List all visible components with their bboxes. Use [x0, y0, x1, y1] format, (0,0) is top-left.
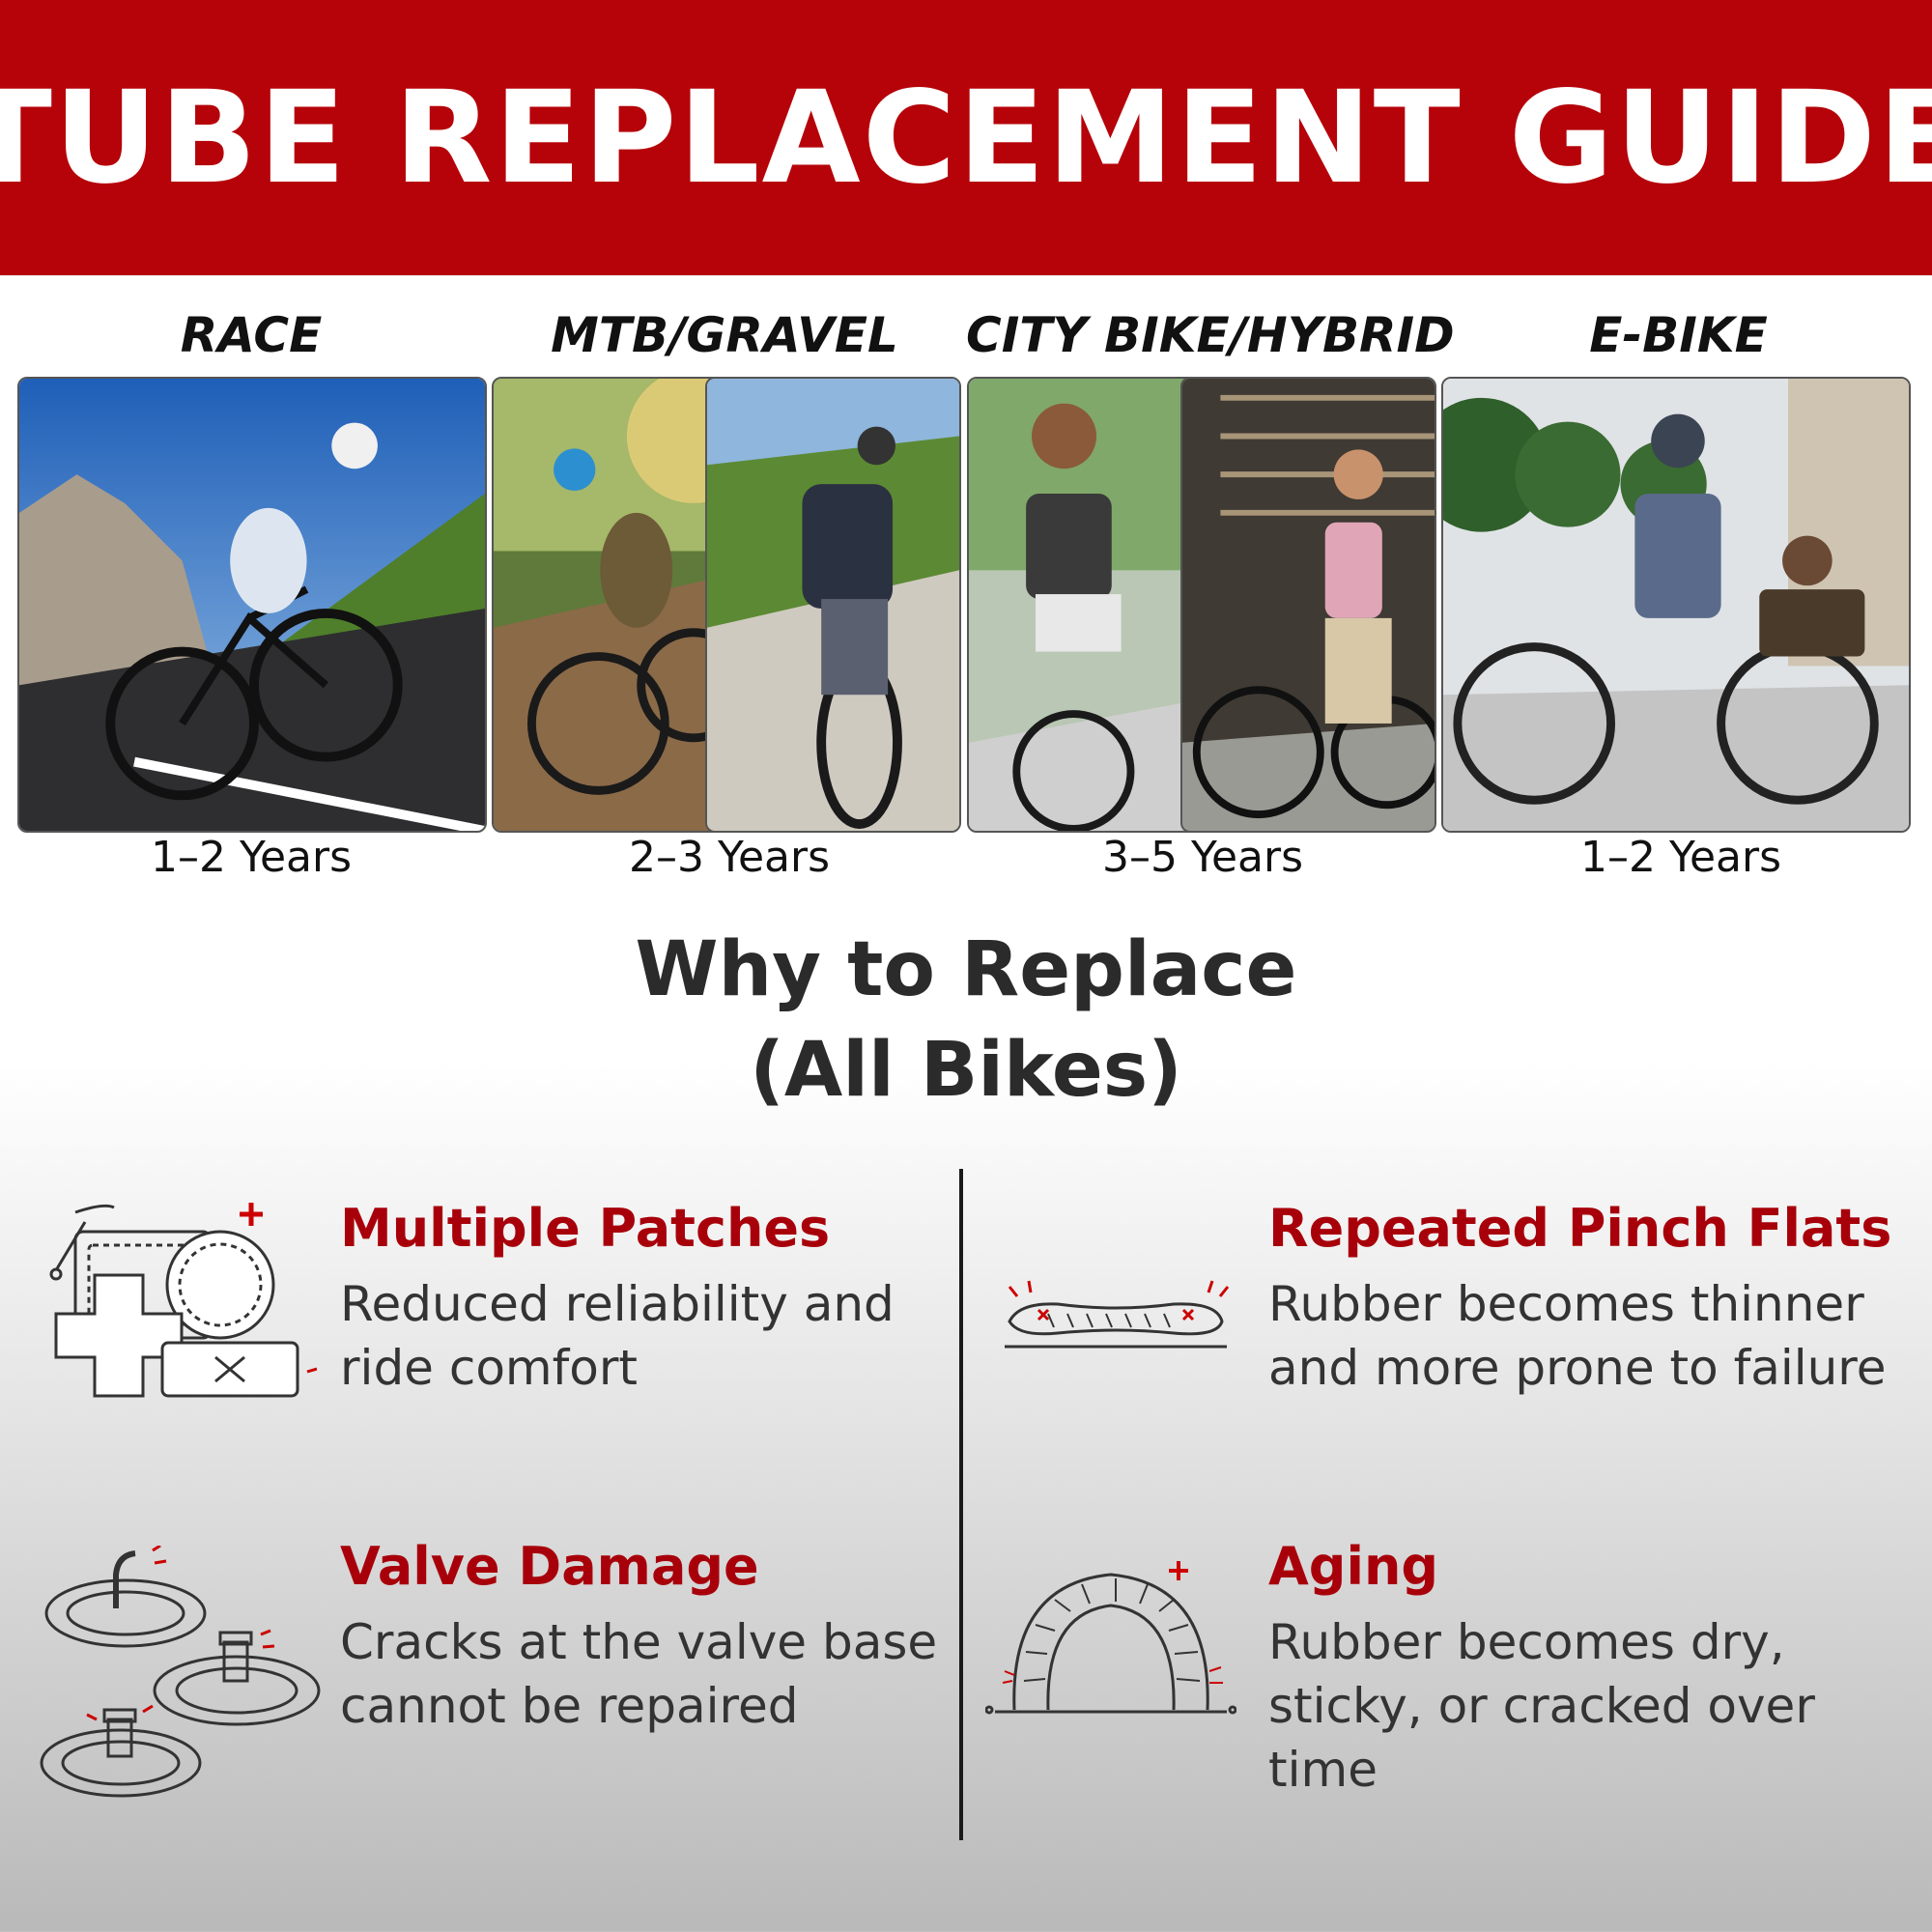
reason-text: Cracks at the valve base cannot be repai… — [340, 1614, 938, 1734]
reason-text: Reduced reliability and ride comfort — [340, 1276, 895, 1396]
reason-text: Rubber becomes thinner and more prone to… — [1268, 1276, 1887, 1396]
years-ebike: 1–2 Years — [1579, 833, 1782, 882]
reason-title: Multiple Patches — [340, 1198, 831, 1259]
reason-title: Aging — [1268, 1536, 1439, 1597]
gravel-rider-photo — [705, 377, 961, 833]
years-race: 1–2 Years — [150, 833, 353, 882]
title-banner: TUBE REPLACEMENT GUIDE — [0, 0, 1932, 275]
category-label-mtb-gravel: MTB/GRAVEL — [551, 307, 898, 363]
category-label-ebike: E-BIKE — [1589, 307, 1768, 363]
category-label-city-hybrid: CITY BIKE/HYBRID — [966, 307, 1455, 363]
why-heading-line1: Why to Replace — [635, 926, 1297, 1013]
reason-title: Valve Damage — [340, 1536, 759, 1597]
why-heading: Why to Replace (All Bikes) — [0, 920, 1932, 1121]
race-cyclist-photo — [17, 377, 487, 833]
hybrid-bike-rider-photo — [1180, 377, 1436, 833]
years-mtb-gravel: 2–3 Years — [628, 833, 831, 882]
reason-aging: Aging Rubber becomes dry, sticky, or cra… — [1268, 1536, 1925, 1802]
damaged-valve-icon — [39, 1544, 328, 1806]
patches-icon — [27, 1193, 318, 1406]
years-city-hybrid: 3–5 Years — [1101, 833, 1304, 882]
aged-tire-icon — [984, 1555, 1237, 1719]
why-heading-line2: (All Bikes) — [750, 1027, 1182, 1114]
column-divider — [959, 1169, 963, 1840]
reason-pinch-flats: Repeated Pinch Flats Rubber becomes thin… — [1268, 1198, 1925, 1400]
category-label-race: RACE — [180, 307, 323, 363]
pinched-tube-icon — [1000, 1273, 1232, 1350]
page-title: TUBE REPLACEMENT GUIDE — [0, 63, 1932, 213]
ebike-rider-photo — [1441, 377, 1911, 833]
reason-text: Rubber becomes dry, sticky, or cracked o… — [1268, 1614, 1815, 1798]
reason-multiple-patches: Multiple Patches Reduced reliability and… — [340, 1198, 920, 1400]
reason-valve-damage: Valve Damage Cracks at the valve base ca… — [340, 1536, 939, 1738]
reason-title: Repeated Pinch Flats — [1268, 1198, 1892, 1259]
